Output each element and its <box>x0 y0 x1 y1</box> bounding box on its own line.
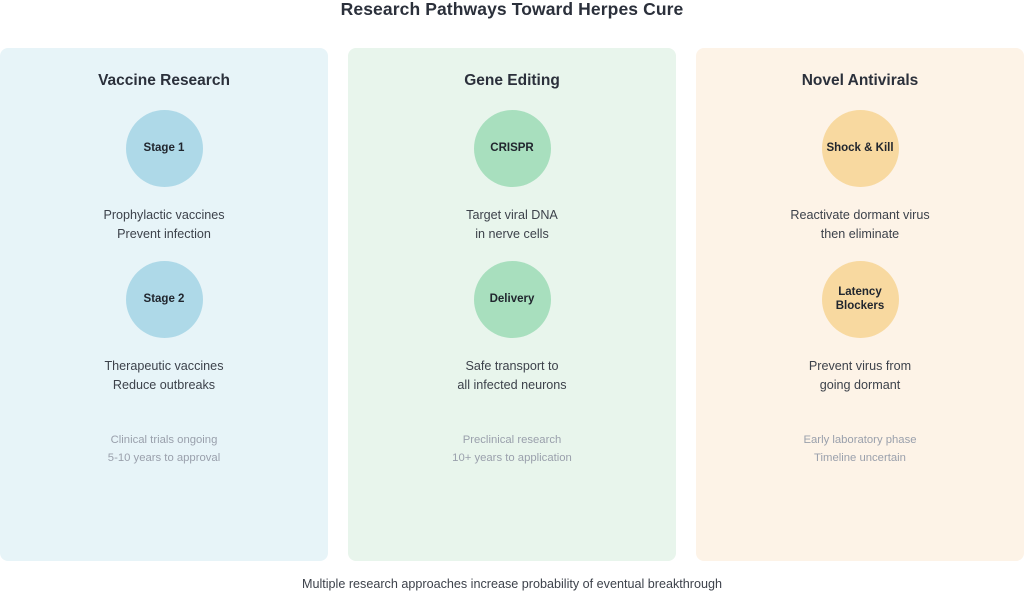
node-bubble-stage-2[interactable]: Stage 2 <box>125 261 203 339</box>
node-latency-blockers[interactable]: Latency Blockers Prevent virus from goin… <box>696 261 1024 394</box>
node-desc-line: all infected neurons <box>457 378 567 393</box>
node-desc-line: then eliminate <box>820 226 900 241</box>
panel-note-gene-editing: Preclinical research 10+ years to applic… <box>348 431 676 468</box>
page-title: Research Pathways Toward Herpes Cure <box>340 0 684 19</box>
node-description-stage-1: Prophylactic vaccines Prevent infection <box>103 206 224 243</box>
node-bubble-crispr[interactable]: CRISPR <box>473 110 551 187</box>
node-description-latency-blockers: Prevent virus from going dormant <box>809 357 911 394</box>
panel-title-vaccine-research: Vaccine Research <box>98 72 230 89</box>
node-shock-and-kill[interactable]: Shock & Kill Reactivate dormant virus th… <box>696 110 1024 243</box>
node-desc-line: Prophylactic vaccines <box>103 208 225 222</box>
node-bubble-stage-1[interactable]: Stage 1 <box>125 110 203 187</box>
panel-note-vaccine-research: Clinical trials ongoing 5-10 years to ap… <box>0 431 328 468</box>
node-stage-1[interactable]: Stage 1 Prophylactic vaccines Prevent in… <box>0 110 328 243</box>
panel-note-line: 10+ years to application <box>452 452 572 465</box>
node-bubble-latency-blockers[interactable]: Latency Blockers <box>821 261 899 339</box>
panel-note-line: Timeline uncertain <box>814 452 906 465</box>
node-desc-line: going dormant <box>819 378 901 393</box>
node-delivery[interactable]: Delivery Safe transport to all infected … <box>348 261 676 394</box>
node-bubble-shock-and-kill[interactable]: Shock & Kill <box>821 110 899 187</box>
node-description-stage-2: Therapeutic vaccines Reduce outbreaks <box>104 357 223 394</box>
node-desc-line: Reactivate dormant virus <box>790 208 930 222</box>
node-bubble-delivery[interactable]: Delivery <box>473 261 551 339</box>
node-description-crispr: Target viral DNA in nerve cells <box>466 206 558 243</box>
panel-note-line: Clinical trials ongoing <box>110 433 218 446</box>
panel-note-line: 5-10 years to approval <box>107 452 221 465</box>
pathway-panel-vaccine-research[interactable]: Vaccine Research Stage 1 Prophylactic va… <box>0 48 328 561</box>
node-stage-2[interactable]: Stage 2 Therapeutic vaccines Reduce outb… <box>0 261 328 394</box>
node-crispr[interactable]: CRISPR Target viral DNA in nerve cells <box>348 110 676 243</box>
node-desc-line: Target viral DNA <box>466 208 558 222</box>
pathway-panel-gene-editing[interactable]: Gene Editing CRISPR Target viral DNA in … <box>348 48 676 561</box>
panel-note-novel-antivirals: Early laboratory phase Timeline uncertai… <box>696 431 1024 468</box>
pathway-columns: Vaccine Research Stage 1 Prophylactic va… <box>0 48 1024 561</box>
node-desc-line: Prevent virus from <box>808 359 912 374</box>
node-desc-line: Prevent infection <box>117 226 211 241</box>
node-desc-line: Therapeutic vaccines <box>104 359 224 374</box>
node-description-shock-and-kill: Reactivate dormant virus then eliminate <box>790 206 929 243</box>
node-desc-line: Reduce outbreaks <box>112 378 216 393</box>
panel-note-line: Preclinical research <box>462 433 562 446</box>
node-description-delivery: Safe transport to all infected neurons <box>457 357 566 394</box>
pathway-panel-novel-antivirals[interactable]: Novel Antivirals Shock & Kill Reactivate… <box>696 48 1024 561</box>
panel-title-gene-editing: Gene Editing <box>464 72 560 89</box>
node-desc-line: in nerve cells <box>475 226 549 241</box>
diagram-caption: Multiple research approaches increase pr… <box>301 577 723 591</box>
panel-note-line: Early laboratory phase <box>803 433 917 446</box>
panel-title-novel-antivirals: Novel Antivirals <box>801 72 919 89</box>
node-desc-line: Safe transport to <box>465 359 559 374</box>
